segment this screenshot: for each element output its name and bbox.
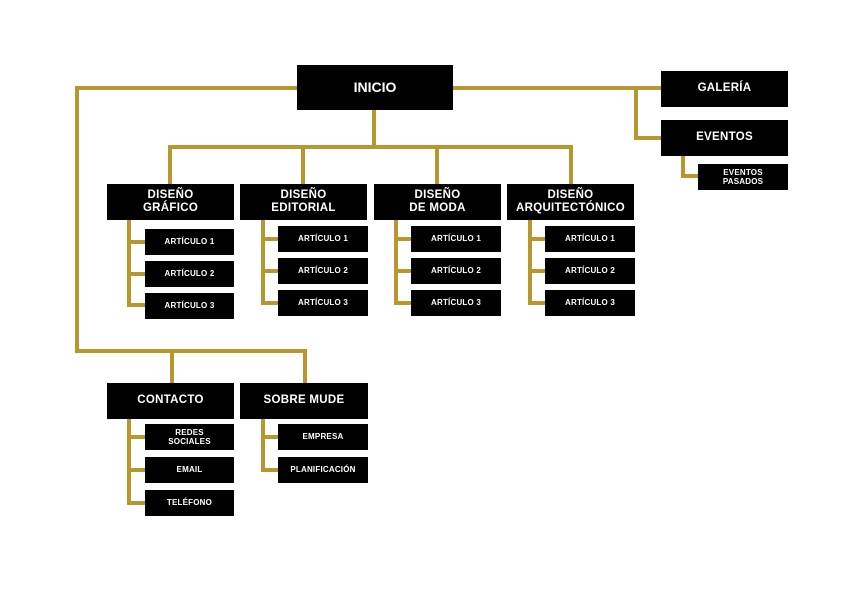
connector-sobre-items: [261, 416, 282, 472]
connector-eventos-pasados: [681, 154, 702, 178]
connector-cat1-items: [127, 218, 149, 307]
cat2-articulo-1[interactable]: ARTÍCULO 1: [278, 226, 368, 252]
cat1-articulo-1[interactable]: ARTÍCULO 1: [145, 229, 234, 255]
cat4-articulo-3[interactable]: ARTÍCULO 3: [545, 290, 635, 316]
contacto-redes-sociales[interactable]: REDES SOCIALES: [145, 424, 234, 450]
connector-contacto-items: [127, 416, 149, 505]
cat3-articulo-1[interactable]: ARTÍCULO 1: [411, 226, 501, 252]
node-galeria[interactable]: GALERÍA: [661, 71, 788, 107]
connector-cat2-items: [261, 218, 282, 305]
cat3-articulo-3[interactable]: ARTÍCULO 3: [411, 290, 501, 316]
node-sobre-mude[interactable]: SOBRE MUDE: [240, 383, 368, 419]
cat1-articulo-3[interactable]: ARTÍCULO 3: [145, 293, 234, 319]
cat2-articulo-2[interactable]: ARTÍCULO 2: [278, 258, 368, 284]
node-eventos[interactable]: EVENTOS: [661, 120, 788, 156]
cat4-articulo-1[interactable]: ARTÍCULO 1: [545, 226, 635, 252]
contacto-email[interactable]: EMAIL: [145, 457, 234, 483]
node-diseno-arquitectonico[interactable]: DISEÑO ARQUITECTÓNICO: [507, 184, 634, 220]
node-diseno-moda[interactable]: DISEÑO DE MODA: [374, 184, 501, 220]
cat4-articulo-2[interactable]: ARTÍCULO 2: [545, 258, 635, 284]
cat1-articulo-2[interactable]: ARTÍCULO 2: [145, 261, 234, 287]
sobre-mude-planificacion[interactable]: PLANIFICACIÓN: [278, 457, 368, 483]
node-eventos-pasados[interactable]: EVENTOS PASADOS: [698, 164, 788, 190]
connector-cat4-items: [528, 218, 549, 305]
sobre-mude-empresa[interactable]: EMPRESA: [278, 424, 368, 450]
node-diseno-editorial[interactable]: DISEÑO EDITORIAL: [240, 184, 367, 220]
node-inicio[interactable]: INICIO: [297, 65, 453, 110]
connector-eventos: [634, 86, 664, 140]
node-contacto[interactable]: CONTACTO: [107, 383, 234, 419]
connector-cat3-items: [394, 218, 415, 305]
cat3-articulo-2[interactable]: ARTÍCULO 2: [411, 258, 501, 284]
node-diseno-grafico[interactable]: DISEÑO GRÁFICO: [107, 184, 234, 220]
cat2-articulo-3[interactable]: ARTÍCULO 3: [278, 290, 368, 316]
contacto-telefono[interactable]: TELÉFONO: [145, 490, 234, 516]
